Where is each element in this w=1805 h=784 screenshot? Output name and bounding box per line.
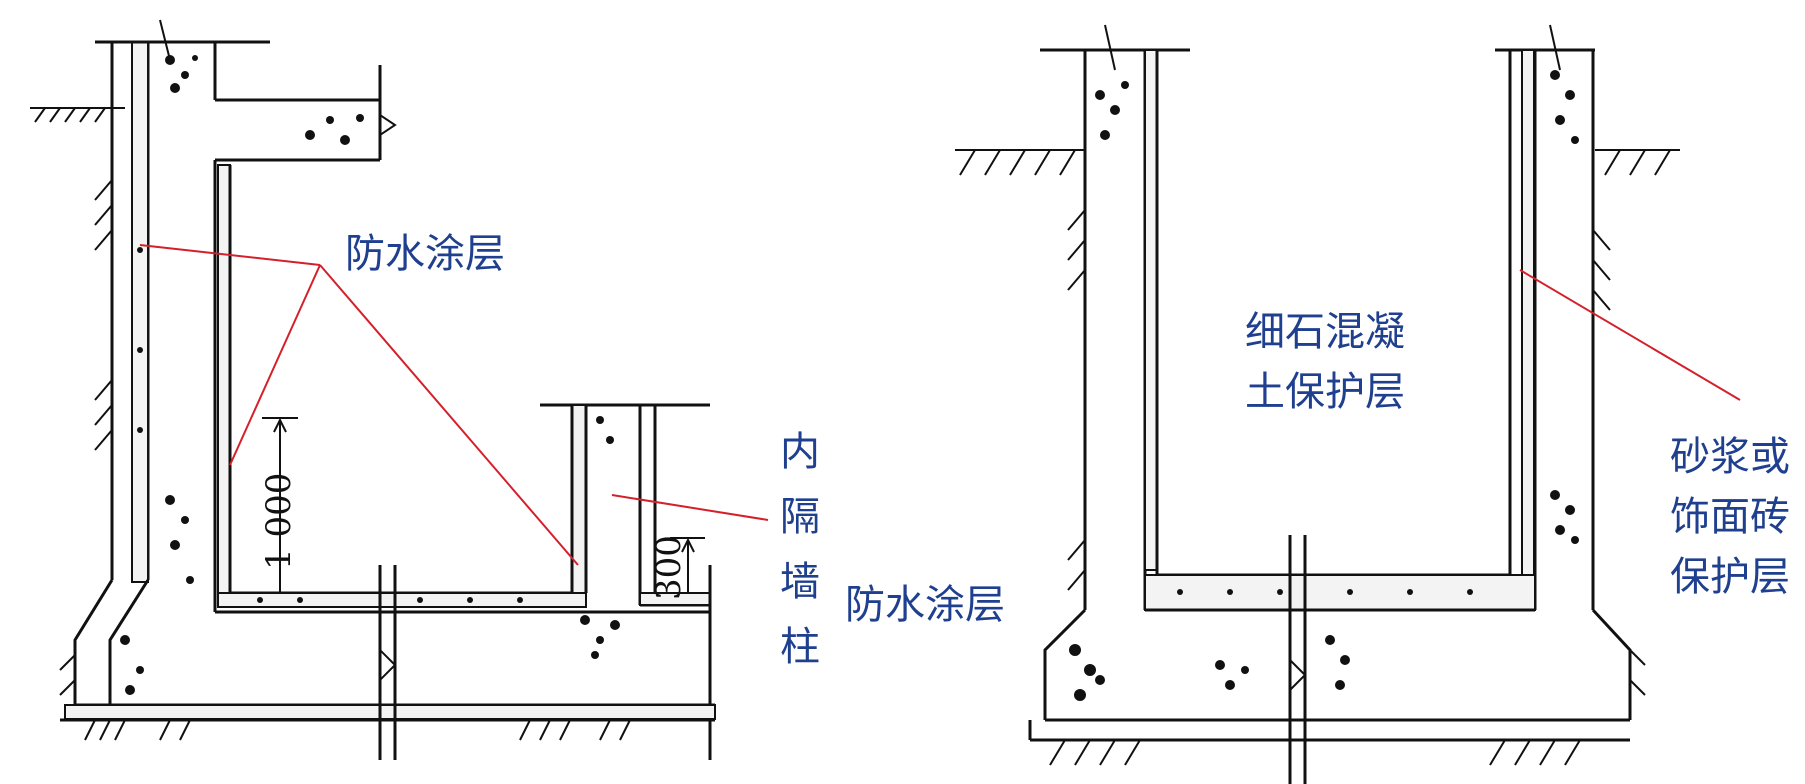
label-right-concrete-1: 细石混凝 <box>1245 309 1405 355</box>
label-right-mortar-2: 饰面砖 <box>1670 494 1790 540</box>
aggregate-dots-right <box>1069 70 1579 701</box>
label-right-mortar-1: 砂浆或 <box>1670 434 1790 480</box>
inner-room <box>213 160 710 614</box>
label-bottom-coating: 防水涂层 <box>845 582 1005 628</box>
dimension-1000-text: 1 000 <box>259 473 299 570</box>
right-drawing-left-wall <box>1043 49 1159 720</box>
left-drawing: 1 000 300 防水涂层 防水涂层 内 隔 墙 柱 <box>30 19 1005 760</box>
right-drawing-floor <box>1028 535 1630 784</box>
dimension-300-text: 300 <box>649 535 689 600</box>
dimension-300: 300 <box>649 535 705 600</box>
left-leader-lines <box>139 244 769 566</box>
label-inner-wall-3: 墙 <box>780 559 820 605</box>
ground-hatch-top-left <box>30 107 125 123</box>
aggregate-dots-left <box>120 55 620 695</box>
inner-partition-column <box>540 403 712 760</box>
right-drawing-right-wall <box>1508 49 1646 720</box>
label-inner-wall-4: 柱 <box>780 624 820 670</box>
label-left-coating: 防水涂层 <box>345 231 505 277</box>
label-right-mortar-3: 保护层 <box>1670 554 1790 600</box>
dimension-1000: 1 000 <box>259 417 299 593</box>
right-leader-line <box>1519 269 1741 401</box>
label-inner-wall-1: 内 <box>780 429 820 475</box>
label-inner-wall-2: 隔 <box>780 494 820 540</box>
left-base-slab <box>60 565 716 760</box>
label-right-concrete-2: 土保护层 <box>1245 369 1405 415</box>
ground-hatch-right <box>955 149 1680 176</box>
top-slab <box>213 42 397 162</box>
right-drawing: 细石混凝 土保护层 砂浆或 饰面砖 保护层 <box>955 24 1790 784</box>
outer-wall-left <box>59 19 270 705</box>
